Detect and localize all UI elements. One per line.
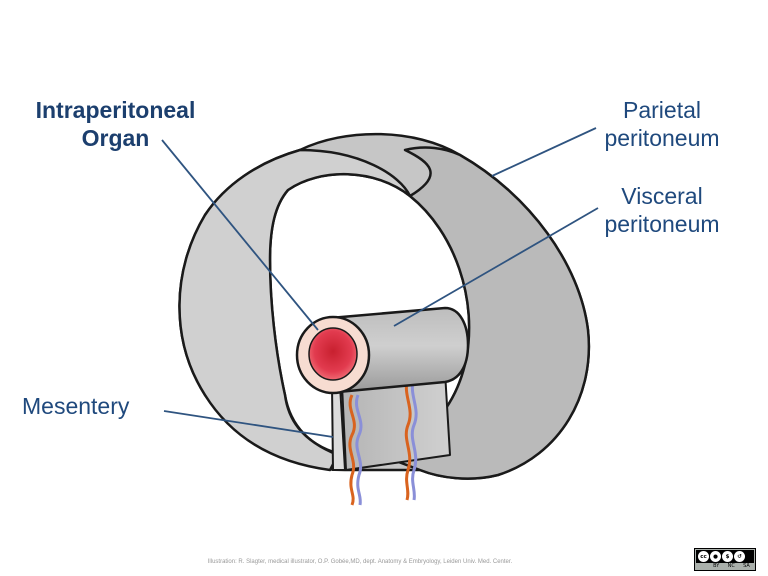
- label-parietal-peritoneum-line-1: Parietal: [623, 97, 701, 123]
- label-parietal-peritoneum-line-2: peritoneum: [604, 124, 720, 151]
- pointer-parietal-peritoneum: [491, 127, 597, 177]
- illustration-credit: Illustration: R. Slagter, medical illust…: [207, 559, 513, 565]
- label-mesentery: Mesentery: [22, 393, 130, 419]
- label-parietal-peritoneum: Parietal peritoneum: [577, 97, 747, 152]
- vessels: [348, 377, 418, 506]
- intraperitoneal-organ-shape: [295, 306, 470, 395]
- label-visceral-peritoneum-line-2: peritoneum: [604, 210, 720, 237]
- label-visceral-peritoneum: Visceral peritoneum: [577, 183, 747, 238]
- label-intraperitoneal-organ: Intraperitoneal Organ: [12, 97, 219, 152]
- label-intraperitoneal-organ-line-1: Intraperitoneal: [35, 97, 196, 123]
- attribution-icon: ●: [710, 551, 721, 562]
- label-visceral-peritoneum-line-1: Visceral: [621, 183, 703, 209]
- label-intraperitoneal-organ-line-2: Organ: [81, 124, 150, 151]
- cc-icon: cc: [698, 551, 709, 562]
- pointer-lines: [161, 127, 599, 438]
- creative-commons-license-badge: cc ● $ ↺ BY NC SA: [694, 548, 756, 571]
- license-term-by: BY: [713, 562, 720, 569]
- pointer-intraperitoneal-organ: [161, 139, 319, 331]
- sharealike-icon: ↺: [734, 551, 745, 562]
- pointer-mesentery: [163, 410, 334, 438]
- license-icons: cc ● $ ↺: [696, 550, 754, 563]
- noncommercial-icon: $: [722, 551, 733, 562]
- license-terms: BY NC SA: [709, 562, 754, 569]
- mesentery-shape: [330, 371, 451, 471]
- license-term-sa: SA: [743, 562, 750, 569]
- pointer-visceral-peritoneum: [393, 207, 599, 327]
- license-term-nc: NC: [727, 562, 735, 569]
